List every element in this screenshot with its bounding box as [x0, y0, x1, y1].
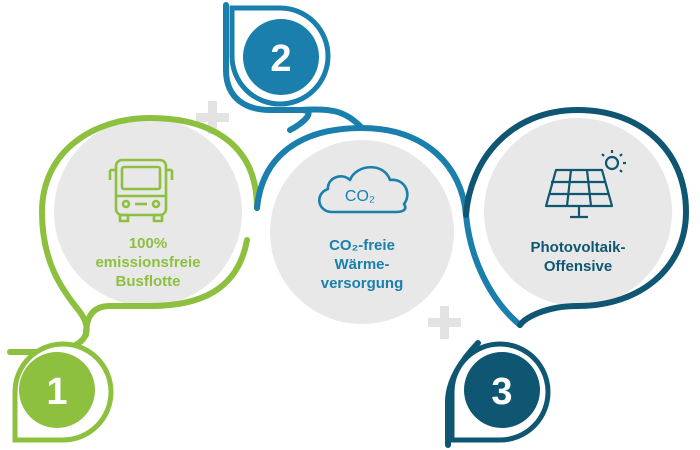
solar-panel-icon	[544, 150, 626, 219]
step-1-label: 100% emissionsfreie Busflotte	[88, 234, 208, 291]
step-3-label-line: Photovoltaik-	[530, 239, 626, 256]
step-2-circle	[270, 140, 454, 324]
step-1-arc-lower	[83, 237, 250, 338]
step-1-circle	[54, 118, 242, 306]
co2-cloud-icon: CO₂	[318, 166, 409, 214]
step-2-marker: 2	[229, 5, 331, 107]
step-3-arc	[463, 106, 690, 328]
step-2-label-line: versorgung	[320, 275, 404, 292]
bus-icon	[108, 158, 174, 223]
step-2-arc	[254, 124, 523, 328]
step-2-label: CO₂-freie Wärme- versorgung	[302, 236, 422, 293]
step-2-arc-right	[297, 106, 365, 131]
plus-icon	[428, 306, 461, 339]
step-2-number: 2	[270, 38, 291, 80]
step-2-arc-top	[223, 2, 312, 133]
step-2-label-line: CO₂-freie	[329, 237, 395, 254]
step-3-marker: 3	[449, 341, 551, 443]
plus-icon	[196, 101, 229, 134]
co2-icon-text: CO₂	[345, 188, 375, 205]
step-1-label-line: Busflotte	[115, 273, 181, 290]
step-1-label-line: 100%	[128, 235, 168, 252]
step-2-label-line: Wärme-	[334, 256, 390, 273]
step-1-number: 1	[46, 371, 67, 413]
step-3-label-line: Offensive	[543, 258, 613, 275]
step-1-marker: 1	[12, 341, 114, 443]
step-1-label-line: emissionsfreie	[95, 254, 201, 271]
step-3-number: 3	[491, 371, 512, 413]
step-3-label: Photovoltaik- Offensive	[518, 238, 638, 276]
